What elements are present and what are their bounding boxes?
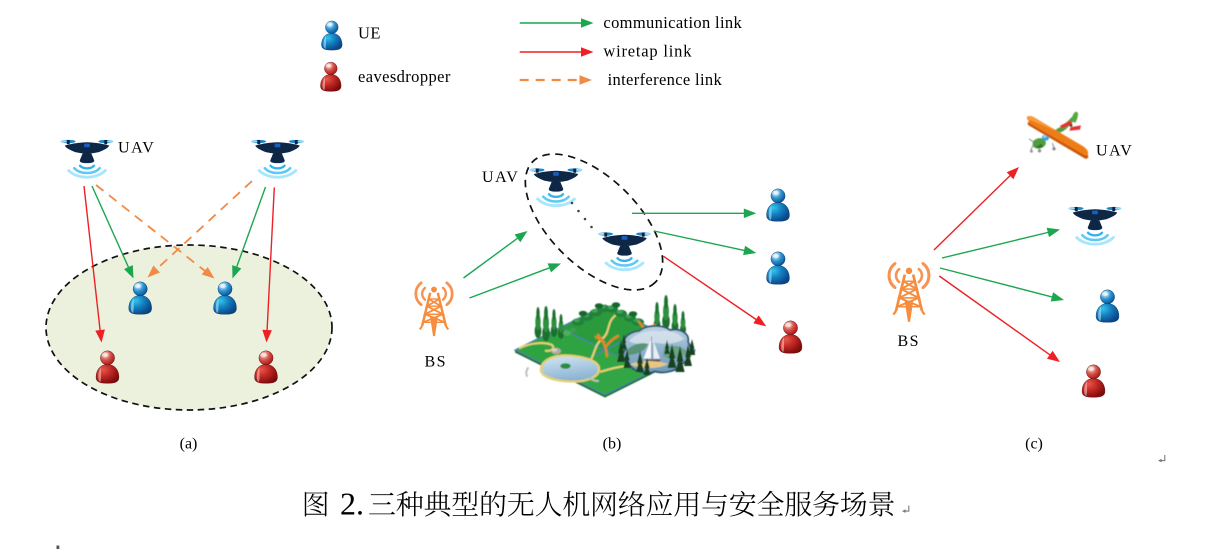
svg-text:wiretap link: wiretap link [603, 42, 692, 61]
svg-text:BS: BS [425, 354, 448, 371]
svg-text:(c): (c) [1025, 436, 1043, 453]
svg-text:(a): (a) [180, 436, 198, 453]
svg-text:(b): (b) [603, 436, 622, 453]
svg-text:UAV: UAV [1096, 143, 1133, 160]
svg-text:UAV: UAV [118, 140, 155, 157]
svg-text:interference link: interference link [608, 70, 723, 89]
svg-text:UAV: UAV [482, 169, 519, 186]
svg-text:2.: 2. [340, 485, 364, 521]
svg-text:communication link: communication link [603, 13, 742, 32]
svg-text:UE: UE [358, 23, 381, 42]
svg-text:BS: BS [898, 333, 921, 350]
svg-text:eavesdropper: eavesdropper [358, 67, 451, 86]
